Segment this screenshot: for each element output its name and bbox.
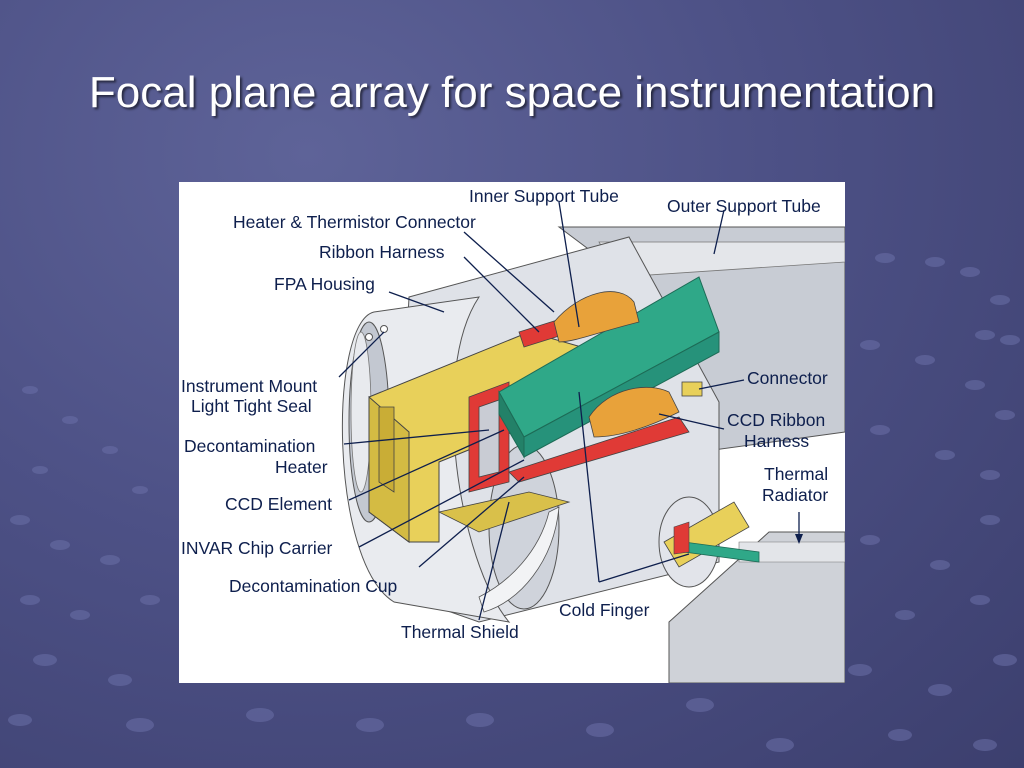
label-heater-thermistor-connector: Heater & Thermistor Connector (233, 212, 476, 232)
label-light-tight-seal: Light Tight Seal (191, 396, 312, 416)
label-decontamination: Decontamination (184, 436, 315, 456)
label-fpa-housing: FPA Housing (274, 274, 375, 294)
label-decontamination-heater: Heater (275, 457, 328, 477)
label-invar-chip-carrier: INVAR Chip Carrier (181, 538, 333, 558)
fpa-cutaway-illustration: Inner Support Tube Outer Support Tube He… (181, 186, 846, 684)
label-thermal-shield: Thermal Shield (401, 622, 519, 642)
label-thermal: Thermal (764, 464, 828, 484)
fpa-diagram: Inner Support Tube Outer Support Tube He… (179, 182, 846, 684)
label-instrument-mount: Instrument Mount (181, 376, 317, 396)
label-outer-support-tube: Outer Support Tube (667, 196, 821, 216)
label-ribbon-harness: Ribbon Harness (319, 242, 445, 262)
label-cold-finger: Cold Finger (559, 600, 650, 620)
leader-lines (338, 201, 803, 621)
slide-title: Focal plane array for space instrumentat… (88, 68, 936, 117)
label-thermal-radiator: Radiator (762, 485, 828, 505)
thermal-radiator-shape (658, 496, 846, 684)
label-inner-support-tube: Inner Support Tube (469, 186, 619, 206)
label-connector: Connector (747, 368, 828, 388)
label-ccd-ribbon: CCD Ribbon (727, 410, 825, 430)
label-ccd-element: CCD Element (225, 494, 332, 514)
mini-fpa-assembly (658, 496, 760, 588)
label-ccd-ribbon-harness: Harness (744, 431, 809, 451)
label-decontamination-cup: Decontamination Cup (229, 576, 397, 596)
